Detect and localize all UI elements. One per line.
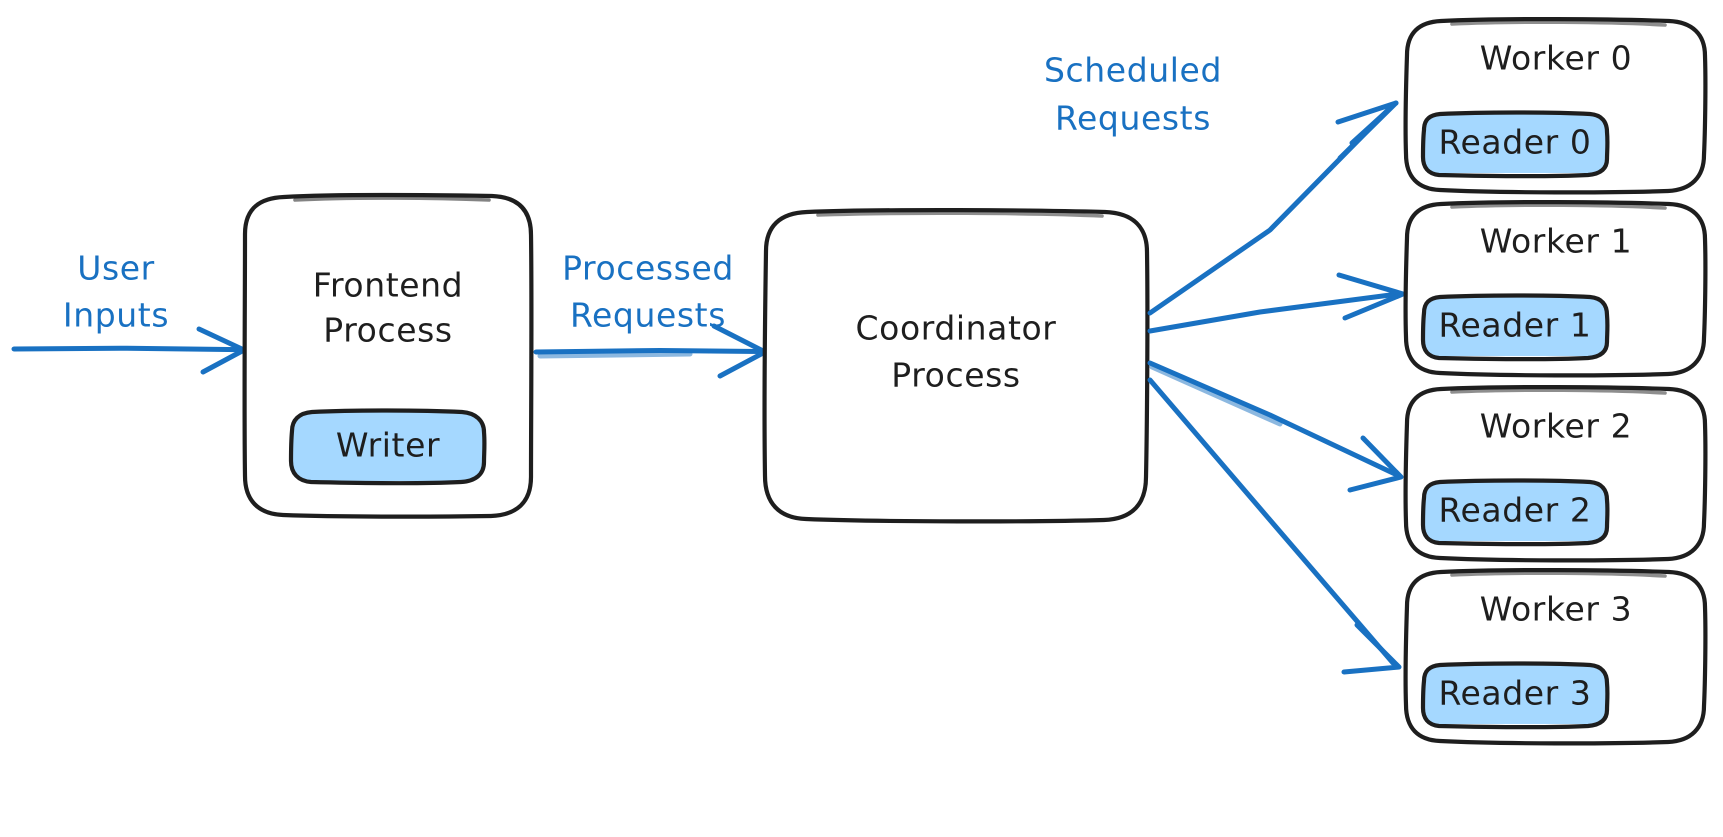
worker-0-label: Worker 0 xyxy=(1480,39,1633,78)
frontend-process-label-line1: Frontend xyxy=(313,266,463,305)
node-worker-0[interactable]: Worker 0 Reader 0 xyxy=(1403,17,1708,195)
reader-2-outline xyxy=(1420,478,1610,547)
processed-requests-label-line2: Requests xyxy=(570,296,726,335)
worker-0-outline-sketch xyxy=(1450,20,1667,27)
scheduled-requests-arrow-line-worker-3 xyxy=(1147,377,1396,666)
reader-1-outline xyxy=(1420,293,1610,362)
node-worker-2[interactable]: Worker 2 Reader 2 xyxy=(1403,385,1708,563)
node-worker-1[interactable]: Worker 1 Reader 1 xyxy=(1403,200,1708,378)
node-frontend-process[interactable]: Frontend Process Writer xyxy=(242,192,534,519)
coordinator-process-outline xyxy=(762,208,1150,524)
reader-2-background xyxy=(1424,481,1606,541)
worker-1-outline-sketch xyxy=(1450,203,1667,210)
scheduled-requests-label-line1: Scheduled xyxy=(1044,51,1222,90)
edge-processed-requests: Processed Requests xyxy=(533,249,768,379)
coordinator-process-label-line2: Process xyxy=(891,356,1020,395)
worker-2-outline-sketch xyxy=(1450,388,1667,395)
node-worker-3[interactable]: Worker 3 Reader 3 xyxy=(1403,568,1708,746)
writer-background xyxy=(292,411,484,481)
worker-2-label: Worker 2 xyxy=(1480,407,1633,446)
edge-scheduled-requests: Scheduled Requests xyxy=(1044,51,1406,675)
reader-1-background xyxy=(1424,296,1606,356)
frontend-process-label-line2: Process xyxy=(323,311,452,350)
worker-3-outline xyxy=(1403,568,1708,746)
scheduled-requests-arrow-head-worker-3 xyxy=(1341,622,1402,675)
reader-3-label: Reader 3 xyxy=(1438,674,1591,713)
reader-0-label: Reader 0 xyxy=(1438,123,1591,162)
node-reader-3[interactable]: Reader 3 xyxy=(1420,661,1610,730)
writer-label: Writer xyxy=(336,426,440,465)
processed-requests-arrow-line-sketch xyxy=(537,351,693,359)
reader-0-outline xyxy=(1420,110,1610,179)
frontend-process-outline-sketch xyxy=(293,196,491,202)
reader-0-background xyxy=(1424,113,1606,173)
node-coordinator-process[interactable]: Coordinator Process xyxy=(762,208,1150,524)
worker-3-outline-sketch xyxy=(1450,571,1667,578)
scheduled-requests-arrow-line-worker-2 xyxy=(1147,360,1398,477)
worker-1-label: Worker 1 xyxy=(1480,222,1633,261)
node-reader-0[interactable]: Reader 0 xyxy=(1420,110,1610,179)
worker-3-label: Worker 3 xyxy=(1480,590,1633,629)
writer-outline xyxy=(288,408,487,486)
worker-0-outline xyxy=(1403,17,1708,195)
scheduled-requests-arrow-line-worker-2-sketch xyxy=(1149,364,1283,427)
worker-1-outline xyxy=(1403,200,1708,378)
coordinator-process-label-line1: Coordinator xyxy=(856,309,1057,348)
frontend-process-outline xyxy=(242,192,534,519)
node-reader-1[interactable]: Reader 1 xyxy=(1420,293,1610,362)
scheduled-requests-arrow-head-worker-2 xyxy=(1347,435,1404,493)
scheduled-requests-arrow-head-worker-1 xyxy=(1336,272,1406,321)
coordinator-process-background xyxy=(765,210,1147,519)
reader-2-label: Reader 2 xyxy=(1438,491,1591,530)
user-inputs-label-line2: Inputs xyxy=(63,296,169,335)
user-inputs-label-line1: User xyxy=(77,249,155,288)
node-writer[interactable]: Writer xyxy=(288,408,487,486)
scheduled-requests-arrow-head-worker-0-barb xyxy=(1335,100,1399,125)
scheduled-requests-arrow-line-worker-1 xyxy=(1147,291,1401,334)
processed-requests-label-line1: Processed xyxy=(562,249,734,288)
worker-2-outline xyxy=(1403,385,1708,563)
user-inputs-arrow-line xyxy=(11,345,241,353)
reader-1-label: Reader 1 xyxy=(1438,306,1591,345)
processed-requests-arrow-line xyxy=(533,348,763,355)
reader-3-background xyxy=(1424,664,1606,724)
node-reader-2[interactable]: Reader 2 xyxy=(1420,478,1610,547)
coordinator-process-outline-sketch xyxy=(816,211,1104,218)
reader-3-outline xyxy=(1420,661,1610,730)
scheduled-requests-label-line2: Requests xyxy=(1055,99,1211,138)
edge-user-inputs: User Inputs xyxy=(11,249,247,375)
